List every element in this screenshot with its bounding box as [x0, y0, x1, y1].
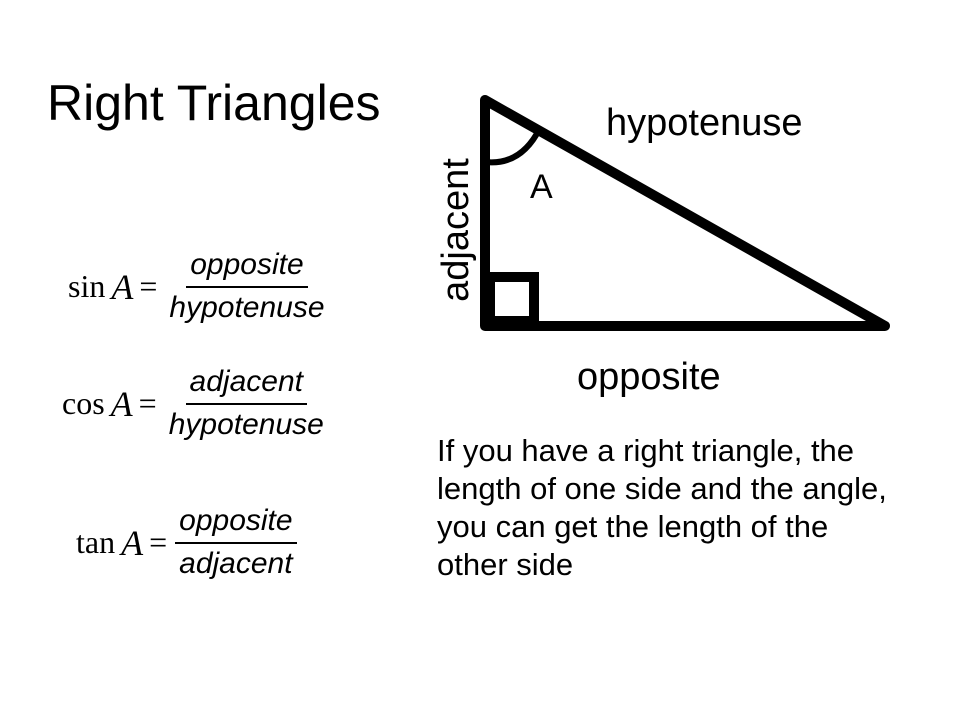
function-name: tan	[76, 524, 116, 560]
equals-sign: =	[149, 524, 168, 560]
fraction: opposite hypotenuse	[165, 248, 328, 325]
cosine-formula: cos A = adjacent hypotenuse	[62, 365, 328, 442]
angle-variable: A	[110, 383, 133, 424]
triangle-outline	[480, 95, 890, 331]
denominator: hypotenuse	[169, 290, 325, 324]
denominator: hypotenuse	[168, 407, 324, 441]
function-name: cos	[62, 385, 105, 421]
numerator: opposite	[186, 248, 308, 288]
angle-a-arc	[484, 126, 543, 166]
slide-title: Right Triangles	[47, 75, 381, 131]
equals-sign: =	[138, 385, 157, 421]
sine-formula: sin A = opposite hypotenuse	[68, 248, 329, 325]
explanation-text: If you have a right triangle, the length…	[437, 433, 887, 582]
angle-a-label: A	[530, 168, 553, 206]
angle-variable: A	[121, 522, 144, 563]
equals-sign: =	[139, 268, 158, 304]
adjacent-label: adjacent	[435, 158, 477, 302]
fraction: adjacent hypotenuse	[165, 365, 328, 442]
hypotenuse-label: hypotenuse	[606, 102, 803, 144]
angle-variable: A	[111, 266, 134, 307]
right-angle-marker	[485, 272, 539, 326]
numerator: opposite	[175, 504, 297, 544]
fraction: opposite adjacent	[175, 504, 297, 581]
denominator: adjacent	[179, 546, 293, 580]
tangent-formula: tan A = opposite adjacent	[76, 504, 297, 581]
function-name: sin	[68, 268, 106, 304]
opposite-label: opposite	[577, 356, 721, 398]
numerator: adjacent	[185, 365, 307, 405]
